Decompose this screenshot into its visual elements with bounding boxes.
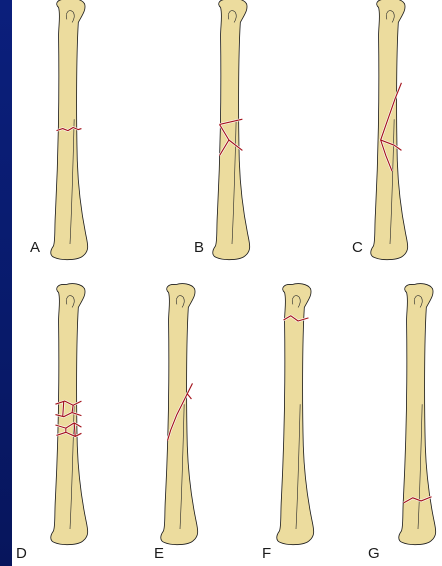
figure-label-g: G [368,545,380,562]
figure-label-f: F [262,545,271,562]
figure-label-a: A [30,239,40,256]
figure-label-d: D [16,545,27,562]
bone-figure-c [371,0,408,260]
figure-label-b: B [194,239,204,256]
illustration-panel: A B C D [12,0,442,566]
bone-figure-b [213,0,250,260]
bone-figure-f [277,284,314,545]
bone-figure-g [399,284,436,545]
figure-label-e: E [154,545,164,562]
bone-figure-d [51,284,88,545]
bone-figure-a [51,0,88,260]
figure-label-c: C [352,239,363,256]
bone-figure-e [161,284,198,545]
fracture-types-illustration: A B C D [12,0,442,566]
